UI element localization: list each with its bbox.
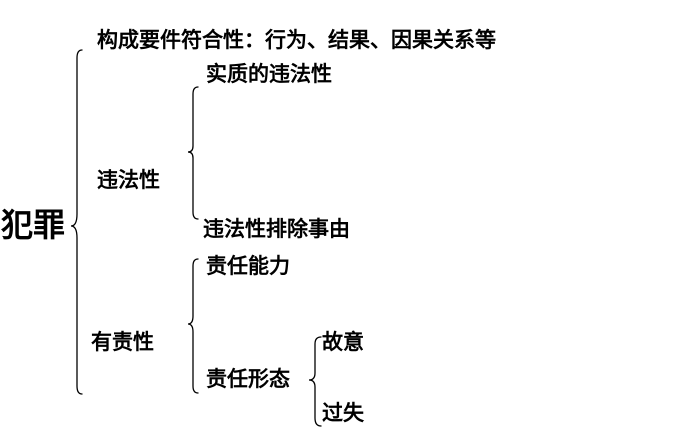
responsibility-capacity-label: 责任能力: [206, 254, 290, 278]
root-brace: [70, 49, 83, 395]
responsibility-forms-label: 责任形态: [206, 367, 290, 391]
substantive-illegality-label: 实质的违法性: [206, 62, 332, 86]
culpability-label: 有责性: [91, 330, 154, 354]
illegality-brace: [187, 86, 199, 220]
root-label: 犯罪: [1, 206, 66, 244]
forms-brace: [308, 336, 322, 427]
negligence-label: 过失: [322, 401, 364, 425]
culpability-brace: [187, 258, 199, 394]
constituent-label: 构成要件符合性：行为、结果、因果关系等: [97, 28, 496, 52]
illegality-label: 违法性: [97, 168, 160, 192]
intent-label: 故意: [322, 330, 364, 354]
justification-grounds-label: 违法性排除事由: [203, 217, 350, 241]
